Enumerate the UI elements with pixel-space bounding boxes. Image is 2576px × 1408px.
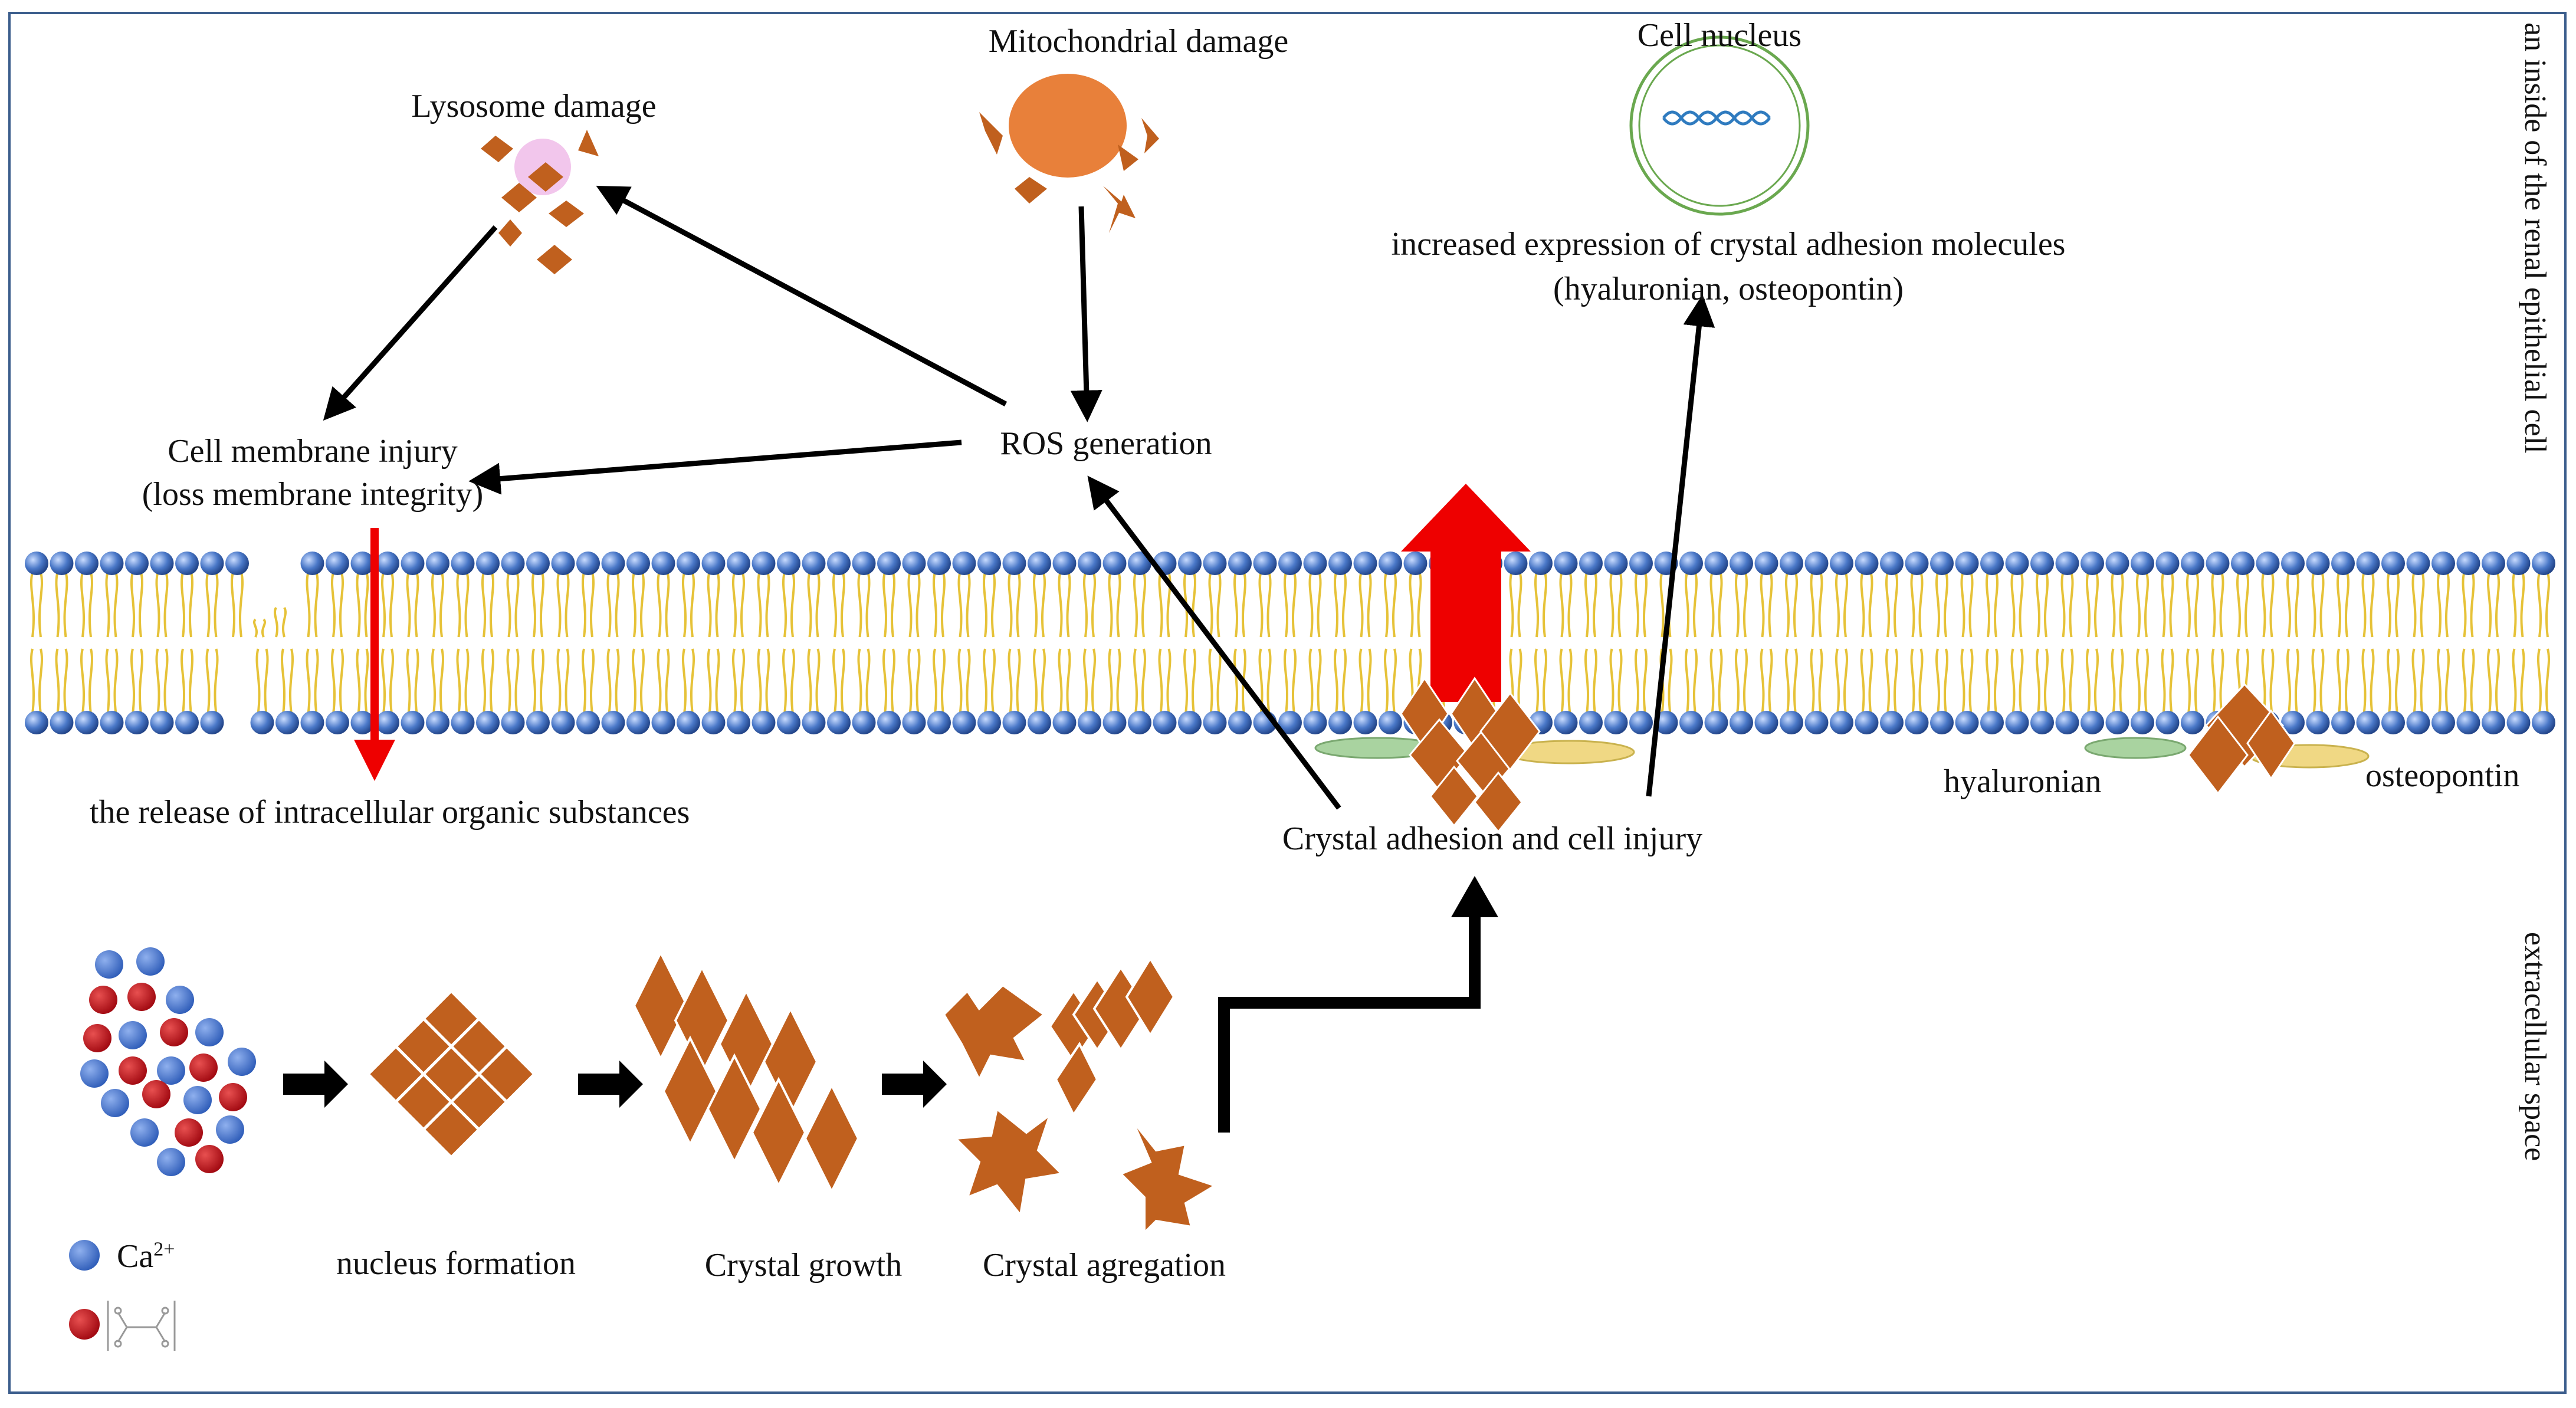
- oxalate-ion: [89, 986, 117, 1014]
- calcium-ion: [195, 1018, 224, 1046]
- hyaluronian-label: hyaluronian: [1944, 763, 2102, 800]
- arrow-agregation-to-adhesion: [1218, 917, 1481, 1133]
- cell-nucleus-label: Cell nucleus: [1637, 17, 1802, 54]
- arrow-ros-to-lysosome: [596, 185, 1008, 406]
- oxalate-ion: [219, 1083, 247, 1111]
- adhered-crystal-cluster: [1400, 677, 1541, 833]
- oxalate-ion: [142, 1080, 170, 1108]
- lipid-bilayer-membrane: [25, 552, 2555, 734]
- calcium-ion: [130, 1118, 159, 1147]
- calcium-ion: [101, 1089, 129, 1117]
- lysosome-icon: [481, 130, 599, 274]
- crystal-growth-crystals: [632, 950, 860, 1194]
- oxalate-ion: [175, 1118, 203, 1147]
- diagram-frame: [8, 12, 2567, 1394]
- crystal-agregation-crystals: [942, 956, 1218, 1236]
- calcium-ion: [183, 1086, 212, 1114]
- legend-calcium-label: Ca2+: [117, 1238, 175, 1275]
- adhered-crystal-right: [2187, 682, 2296, 795]
- arrow-agregation-to-adhesion-head: [1451, 876, 1498, 917]
- dna-strand-icon: [1662, 110, 1771, 126]
- nucleus-formation-crystals: [366, 989, 537, 1160]
- nucleus-formation-label: nucleus formation: [336, 1245, 576, 1282]
- legend-oxalate-dot: [69, 1309, 100, 1340]
- calcium-ion: [228, 1048, 256, 1076]
- arrow-nucleus-to-growth: [578, 1061, 643, 1108]
- release-label: the release of intracellular organic sub…: [90, 794, 690, 831]
- membrane-injury-label-line2: (loss membrane integrity): [142, 476, 484, 513]
- hyaluronian-molecule-right: [2084, 737, 2187, 759]
- expression-label-line2: (hyaluronian, osteopontin): [1553, 271, 1904, 307]
- calcium-ion: [80, 1059, 109, 1088]
- lysosome-damage-label: Lysosome damage: [411, 88, 657, 124]
- oxalate-ion: [119, 1056, 147, 1085]
- crystal-growth-label: Crystal growth: [704, 1247, 903, 1284]
- crystal-adhesion-label: Crystal adhesion and cell injury: [1282, 820, 1703, 857]
- calcium-ion: [119, 1021, 147, 1049]
- membrane-injury-label-line1: Cell membrane injury: [168, 433, 458, 470]
- inside-cell-label: an inside of the renal epithelial cell: [2518, 22, 2552, 454]
- calcium-ion: [157, 1148, 185, 1176]
- oxalate-ion: [83, 1024, 111, 1052]
- calcium-ion: [95, 950, 123, 979]
- oxalate-ion: [189, 1053, 218, 1082]
- ion-cluster: [80, 947, 256, 1176]
- arrow-lysosome-to-membrane: [323, 225, 498, 421]
- calcium-ion: [157, 1056, 185, 1085]
- oxalate-ion: [160, 1018, 188, 1046]
- calcium-ion: [136, 947, 165, 976]
- arrow-adhesion-to-ros: [1087, 475, 1341, 810]
- oxalate-structure-icon: [107, 1301, 176, 1351]
- mitochondrion-icon: [979, 74, 1159, 233]
- calcium-ion: [166, 986, 194, 1014]
- red-up-arrow: [1401, 484, 1531, 702]
- legend-calcium-dot: [69, 1240, 100, 1271]
- ros-generation-label: ROS generation: [1000, 425, 1212, 462]
- osteopontin-label: osteopontin: [2365, 757, 2520, 794]
- cell-nucleus-icon: [1629, 35, 1810, 216]
- mitochondrial-damage-label: Mitochondrial damage: [988, 23, 1289, 60]
- extracellular-space-label: extracellular space: [2518, 932, 2552, 1161]
- crystal-agregation-label: Crystal agregation: [982, 1247, 1226, 1284]
- arrow-adhesion-to-expression: [1646, 294, 1715, 797]
- arrow-ions-to-nucleus: [283, 1061, 348, 1108]
- calcium-ion: [216, 1115, 244, 1144]
- arrow-ros-to-membrane: [468, 439, 962, 495]
- expression-label-line1: increased expression of crystal adhesion…: [1391, 226, 2066, 262]
- oxalate-ion: [127, 983, 156, 1011]
- arrow-growth-to-agregation: [882, 1061, 947, 1108]
- oxalate-ion: [195, 1145, 224, 1173]
- arrow-mitochondrion-to-ros: [1070, 206, 1102, 422]
